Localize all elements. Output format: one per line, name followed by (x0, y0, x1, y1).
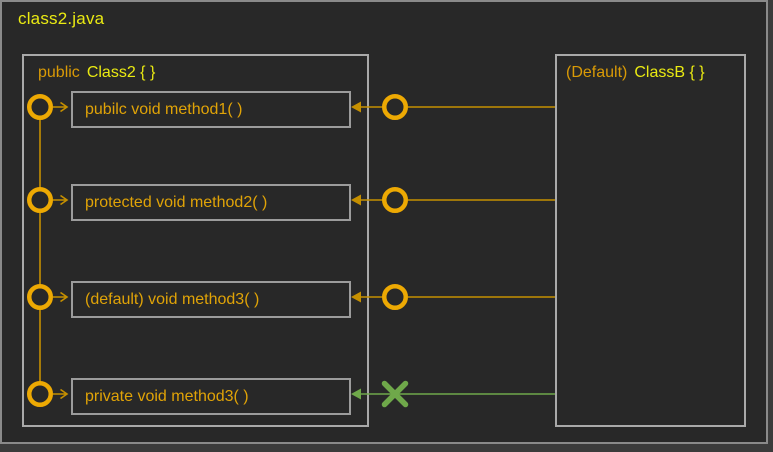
method3-default-label: (default) void method3( ) (85, 290, 260, 308)
method1-label: pubilc void method1( ) (85, 100, 243, 118)
file-title: class2.java (18, 9, 105, 28)
classb-name: ClassB { } (634, 64, 705, 81)
method3-private-label: private void method3( ) (85, 387, 249, 405)
method-box-method3-default: (default) void method3( ) (71, 281, 351, 318)
method2-label: protected void method2( ) (85, 193, 268, 211)
classb-modifier: (Default) (566, 64, 628, 81)
diagram-window: class2.java public Class2 { } (Default) Cl… (0, 0, 768, 444)
class2-modifier: public (38, 64, 80, 81)
class2-name: Class2 { } (86, 64, 156, 81)
classb-label: (Default) ClassB { } (566, 64, 705, 82)
method-box-method2: protected void method2( ) (71, 184, 351, 221)
method-box-method1: pubilc void method1( ) (71, 91, 351, 128)
class2-label: public Class2 { } (38, 64, 155, 82)
method-box-method3-private: private void method3( ) (71, 378, 351, 415)
classb-box: (Default) ClassB { } (555, 54, 746, 427)
